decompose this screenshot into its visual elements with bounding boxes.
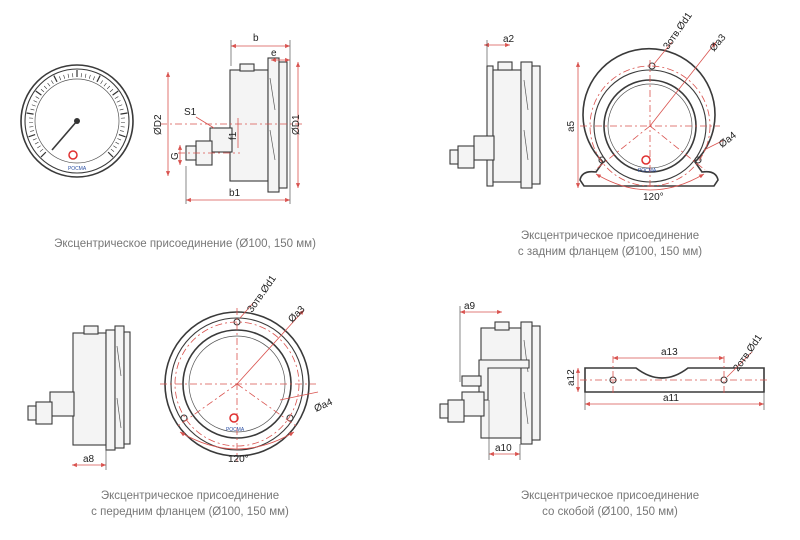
dim-a4: Øa4 [717, 130, 739, 151]
caption-text: со скобой (Ø100, 150 мм) [542, 506, 678, 518]
dim-a11: a11 [663, 393, 679, 404]
scale-tick [84, 73, 87, 78]
scale-tick [29, 126, 34, 128]
scale-tick [118, 104, 123, 107]
dim-a8: a8 [83, 454, 95, 465]
dim-3-holes-d1: 3отв.Ød1 [661, 10, 695, 51]
caption-front-flange: Эксцентрическое присоединение с передним… [50, 488, 330, 520]
scale-tick [33, 100, 38, 103]
scale-tick [118, 134, 126, 138]
rear-flange-side-view: a2 [449, 34, 541, 189]
caption-rear-flange: Эксцентрическое присоединение с задним ф… [470, 228, 750, 260]
gauge-needle [51, 120, 78, 151]
scale-tick [34, 141, 39, 145]
caption-text: Эксцентрическое присоединение (Ø100, 150… [54, 238, 316, 250]
scale-tick [35, 90, 42, 96]
scale-tick [120, 112, 128, 115]
caption-text: Эксцентрическое присоединение [520, 490, 700, 502]
scale-tick [43, 85, 48, 90]
front-flange-front-view: РОСМА 3отв.Ød1 Øa3 Øa4 120° [160, 273, 335, 465]
dim-f1: f1 [228, 131, 239, 140]
scale-tick [117, 138, 122, 141]
dim-a13: a13 [661, 347, 678, 358]
rear-flange-front-view: РОСМА 3отв.Ød1 Øa3 Øa4 a5 120° [566, 10, 739, 203]
front-flange-side-view: a8 [27, 325, 131, 470]
caption-text: с задним фланцем (Ø100, 150 мм) [517, 246, 703, 258]
scale-tick [115, 141, 120, 145]
scale-tick [28, 134, 36, 138]
dim-a4: Øa4 [313, 397, 335, 415]
rosma-logo-icon [68, 150, 78, 160]
dim-a3: Øa3 [286, 304, 307, 325]
scale-tick [40, 151, 47, 158]
dim-b: b [253, 33, 259, 44]
dim-d1: ØD1 [291, 114, 302, 135]
bracket-plate-view: a13 a11 a12 2отв.Ød1 [566, 332, 770, 410]
dim-a12: a12 [566, 369, 577, 386]
scale-tick [67, 73, 70, 78]
brand-label: РОСМА [638, 168, 657, 174]
dim-a10: a10 [495, 443, 512, 454]
scale-tick [35, 96, 40, 99]
scale-tick [63, 74, 66, 79]
rosma-logo-icon [641, 155, 651, 165]
scale-tick [59, 76, 62, 81]
dim-e: e [271, 48, 277, 59]
brand-label: РОСМА [226, 427, 245, 433]
scale-tick [47, 82, 51, 87]
caption-eccentric: Эксцентрическое присоединение (Ø100, 150… [20, 236, 350, 252]
caption-text: Эксцентрическое присоединение [100, 490, 280, 502]
scale-tick [26, 112, 34, 115]
dim-s1: S1 [184, 107, 197, 118]
scale-tick [112, 90, 119, 96]
caption-text: Эксцентрическое присоединение [520, 230, 700, 242]
scale-tick [32, 138, 37, 141]
caption-bracket: Эксцентрическое присоединение со скобой … [470, 488, 750, 520]
scale-tick [31, 104, 36, 107]
dim-b1: b1 [229, 188, 241, 199]
bracket-side-view: a9 a10 [439, 301, 541, 460]
dim-angle-120: 120° [228, 454, 249, 465]
dim-angle-120: 120° [643, 192, 664, 203]
dim-g: G [170, 152, 181, 160]
dim-a2: a2 [503, 34, 515, 45]
scale-tick [53, 75, 58, 83]
scale-tick [116, 100, 121, 103]
scale-tick [96, 75, 101, 83]
scale-tick [30, 108, 35, 111]
scale-tick [37, 145, 41, 149]
scale-tick [110, 148, 115, 152]
scale-tick [92, 76, 95, 81]
scale-tick [100, 80, 103, 85]
caption-text: с передним фланцем (Ø100, 150 мм) [91, 506, 289, 518]
dim-d2: ØD2 [153, 114, 164, 135]
scale-tick [119, 130, 124, 132]
scale-tick [88, 74, 91, 79]
scale-tick [103, 82, 107, 87]
dim-a5: a5 [566, 120, 577, 132]
scale-tick [107, 151, 114, 158]
scale-tick [113, 145, 117, 149]
scale-tick [119, 108, 124, 111]
brand-label: РОСМА [68, 166, 87, 172]
scale-tick [39, 148, 44, 152]
dim-3-holes-d1: 3отв.Ød1 [245, 273, 279, 314]
rosma-logo-icon [229, 413, 239, 423]
dim-a3: Øa3 [708, 32, 729, 54]
scale-tick [30, 130, 35, 132]
gauge-front-view: РОСМА [20, 64, 134, 178]
scale-tick [40, 89, 45, 93]
dim-a9: a9 [464, 301, 476, 312]
scale-tick [114, 96, 119, 99]
scale-tick [51, 80, 54, 85]
scale-tick [109, 89, 114, 93]
gauge-scale-ticks [26, 70, 128, 158]
scale-tick [106, 85, 111, 90]
gauge-side-view: b e b1 S1 ØD2 ØD1 G f1 [153, 33, 305, 204]
scale-tick [120, 126, 125, 128]
